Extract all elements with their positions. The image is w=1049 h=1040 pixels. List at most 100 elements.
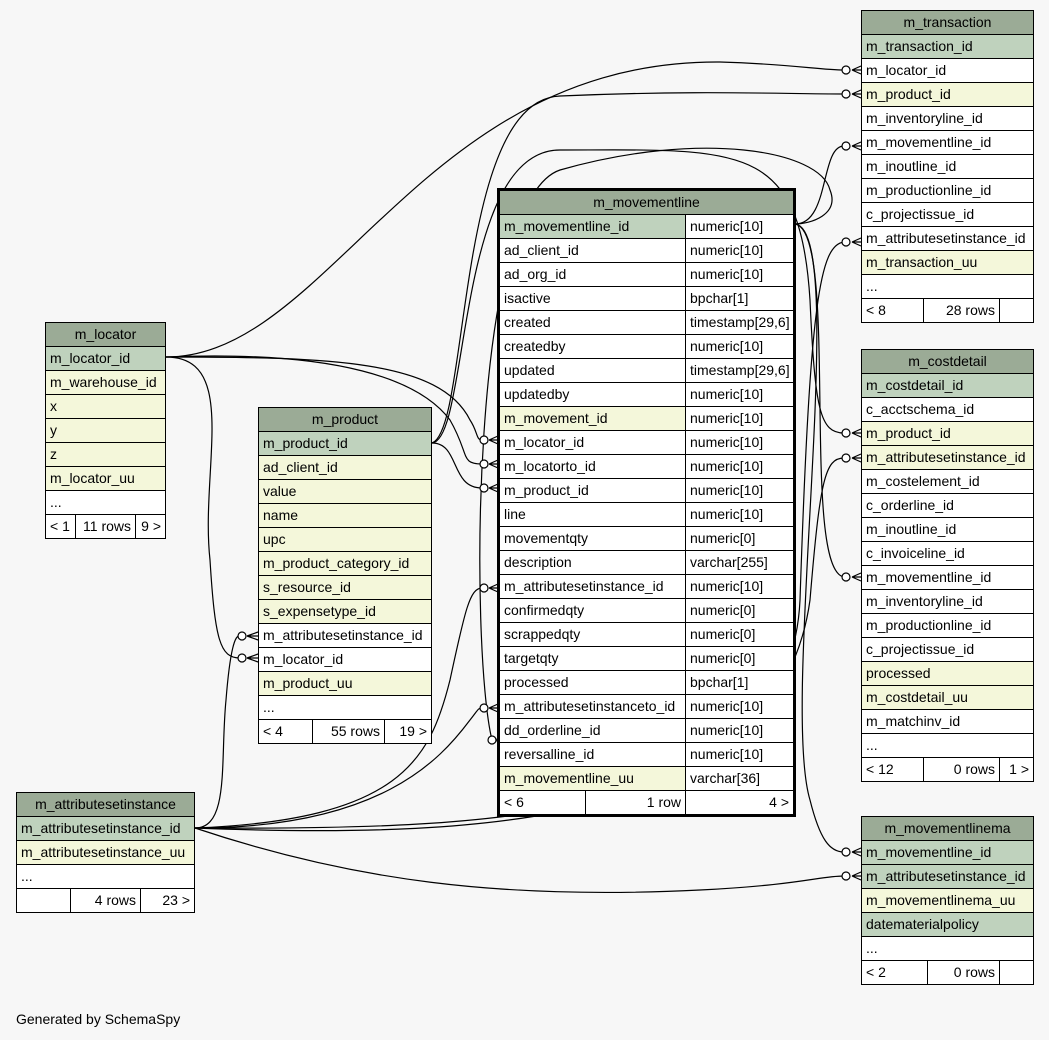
column-row[interactable]: m_attributesetinstance_uu: [17, 841, 194, 865]
column-row[interactable]: upc: [259, 528, 431, 552]
table-m-attributesetinstance[interactable]: m_attributesetinstance m_attributesetins…: [16, 792, 195, 913]
column-row[interactable]: m_productionline_id: [862, 614, 1033, 638]
column-row[interactable]: m_inventoryline_id: [862, 107, 1033, 131]
parents-count[interactable]: < 4: [259, 720, 312, 743]
table-title[interactable]: m_attributesetinstance: [17, 793, 194, 817]
column-row[interactable]: m_attributesetinstance_id: [862, 865, 1033, 889]
parents-count[interactable]: < 8: [862, 299, 923, 322]
column-row[interactable]: s_resource_id: [259, 576, 431, 600]
column-row[interactable]: m_inoutline_id: [862, 518, 1033, 542]
table-title[interactable]: m_costdetail: [862, 350, 1033, 374]
table-title[interactable]: m_transaction: [862, 11, 1033, 35]
parents-count[interactable]: < 6: [500, 791, 585, 814]
column-row[interactable]: c_orderline_id: [862, 494, 1033, 518]
column-row[interactable]: m_warehouse_id: [46, 371, 165, 395]
column-row[interactable]: m_product_id: [862, 83, 1033, 107]
column-row[interactable]: ...: [46, 491, 165, 515]
column-row[interactable]: ad_client_id: [259, 456, 431, 480]
column-row[interactable]: c_invoiceline_id: [862, 542, 1033, 566]
column-row[interactable]: m_locator_id: [862, 59, 1033, 83]
column-row[interactable]: ...: [862, 937, 1033, 961]
column-row[interactable]: m_costelement_id: [862, 470, 1033, 494]
column-row[interactable]: m_matchinv_id: [862, 710, 1033, 734]
column-row[interactable]: m_attributesetinstance_id: [862, 227, 1033, 251]
table-title[interactable]: m_movementlinema: [862, 817, 1033, 841]
column-row[interactable]: m_product_id: [862, 422, 1033, 446]
parents-count[interactable]: [17, 889, 70, 912]
column-row[interactable]: m_product_category_id: [259, 552, 431, 576]
children-count[interactable]: 23 >: [140, 889, 194, 912]
column-row[interactable]: m_movementline_id: [862, 566, 1033, 590]
column-row[interactable]: c_projectissue_id: [862, 203, 1033, 227]
column-row[interactable]: ...: [862, 275, 1033, 299]
column-row[interactable]: m_movementline_id: [862, 841, 1033, 865]
children-count[interactable]: [999, 299, 1033, 322]
column-row[interactable]: name: [259, 504, 431, 528]
column-row[interactable]: m_product_uu: [259, 672, 431, 696]
column-row[interactable]: c_acctschema_id: [862, 398, 1033, 422]
column-row[interactable]: s_expensetype_id: [259, 600, 431, 624]
column-row[interactable]: datematerialpolicy: [862, 913, 1033, 937]
column-row[interactable]: ...: [17, 865, 194, 889]
column-row[interactable]: x: [46, 395, 165, 419]
column-row[interactable]: m_transaction_uu: [862, 251, 1033, 275]
column-row[interactable]: value: [259, 480, 431, 504]
table-title[interactable]: m_locator: [46, 323, 165, 347]
column-row[interactable]: m_locator_uu: [46, 467, 165, 491]
column-row[interactable]: processed: [862, 662, 1033, 686]
children-count[interactable]: 19 >: [384, 720, 431, 743]
column-row[interactable]: m_locator_id: [259, 648, 431, 672]
column-row[interactable]: c_projectissue_id: [862, 638, 1033, 662]
column-row[interactable]: ...: [862, 734, 1033, 758]
column-row[interactable]: m_attributesetinstance_id: [259, 624, 431, 648]
children-count[interactable]: 4 >: [685, 791, 793, 814]
column-row[interactable]: m_locator_id: [46, 347, 165, 371]
column-row[interactable]: m_inventoryline_id: [862, 590, 1033, 614]
column-row[interactable]: m_product_id: [259, 432, 431, 456]
table-title[interactable]: m_movementline: [500, 191, 793, 215]
column-row[interactable]: m_productionline_id: [862, 179, 1033, 203]
children-count[interactable]: 1 >: [999, 758, 1033, 781]
children-count[interactable]: [999, 961, 1033, 984]
column-row[interactable]: m_costdetail_uu: [862, 686, 1033, 710]
column-row[interactable]: m_inoutline_id: [862, 155, 1033, 179]
parents-count[interactable]: < 2: [862, 961, 927, 984]
column-row[interactable]: m_transaction_id: [862, 35, 1033, 59]
column-row[interactable]: ...: [259, 696, 431, 720]
column-row[interactable]: y: [46, 419, 165, 443]
column-row[interactable]: m_movementlinema_uu: [862, 889, 1033, 913]
column-row[interactable]: m_costdetail_id: [862, 374, 1033, 398]
column-row[interactable]: m_attributesetinstance_id: [17, 817, 194, 841]
children-count[interactable]: 9 >: [135, 515, 165, 538]
column-row[interactable]: z: [46, 443, 165, 467]
table-title[interactable]: m_product: [259, 408, 431, 432]
